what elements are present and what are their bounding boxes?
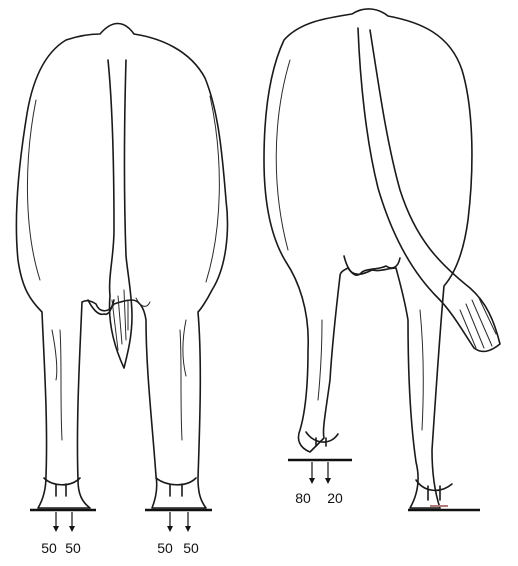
left-cow-load-arrows — [53, 512, 191, 532]
right-cow-hip-fold — [276, 60, 290, 250]
right-cow-tail-switch-hair — [460, 296, 496, 348]
right-cow-tail — [358, 28, 500, 351]
arrow-head-right-hoof-a — [167, 526, 173, 532]
left-cow-body-outline — [16, 24, 227, 509]
arrow-head-raised-hoof-b — [325, 478, 331, 484]
load-label-raised-hoof-b: 20 — [320, 490, 350, 506]
right-cow-leg-line-2 — [318, 320, 322, 400]
left-cow-leg-line-2 — [180, 330, 182, 440]
arrow-head-left-hoof-b — [69, 526, 75, 532]
left-cow-figure — [16, 24, 227, 533]
left-cow-hock-left — [52, 330, 57, 380]
left-cow-hoof-left — [44, 478, 80, 496]
right-cow-body-outline — [264, 9, 472, 508]
left-cow-leg-line-1 — [60, 330, 62, 440]
arrow-head-left-hoof-a — [53, 526, 59, 532]
arrow-head-raised-hoof-a — [309, 478, 315, 484]
left-cow-hoof-right — [156, 478, 196, 496]
arrow-head-right-hoof-b — [185, 526, 191, 532]
load-label-raised-hoof-a: 80 — [288, 490, 318, 506]
load-label-right-hoof-b: 50 — [176, 540, 206, 556]
left-cow-hock-right — [183, 320, 186, 376]
right-cow-udder — [344, 256, 400, 275]
right-cow-load-arrows — [309, 462, 331, 484]
left-cow-flank-fold-left — [27, 100, 40, 280]
left-cow-udder-teat-right — [136, 298, 150, 306]
load-label-left-hoof-b: 50 — [58, 540, 88, 556]
right-cow-leg-line-1 — [420, 310, 423, 430]
right-cow-figure — [264, 9, 500, 510]
